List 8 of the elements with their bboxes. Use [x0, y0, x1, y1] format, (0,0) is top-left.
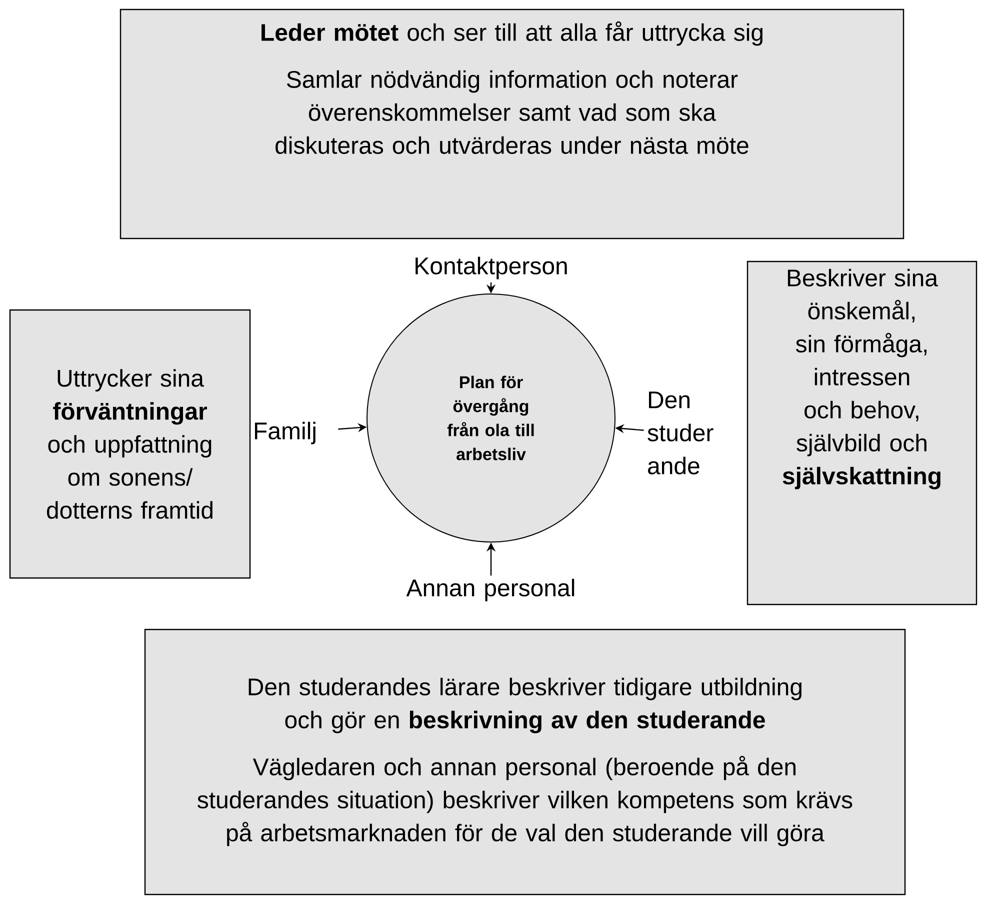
info-box: Beskriver sina önskemål, sin förmåga, intressen och behov, självbild och självskattning [746, 260, 978, 606]
role-label: Familj [254, 422, 316, 444]
info-box: Uttrycker sina förväntningar och uppfattning om sonens/ dotterns framtid [9, 309, 251, 579]
role-label: Den studer ande [648, 392, 714, 474]
role-label: Kontaktperson [416, 256, 567, 280]
info-box: Leder mötet och ser till att alla får uttrycka sig Samlar nödvändig information och noterar överenskommelser samt vad som ska diskuteras och utvärderas under nästa möte [120, 8, 904, 240]
info-box: Den studerandes lärare beskriver tidigare utbildning och gör en beskrivning av den studerande Vägledaren och annan personal (beroende på den studerandes situation) beskriver vilken kompetens som krävs på arbetsmarknaden för de val den studerande vill göra [144, 628, 906, 896]
role-label: Annan personal [406, 578, 574, 602]
